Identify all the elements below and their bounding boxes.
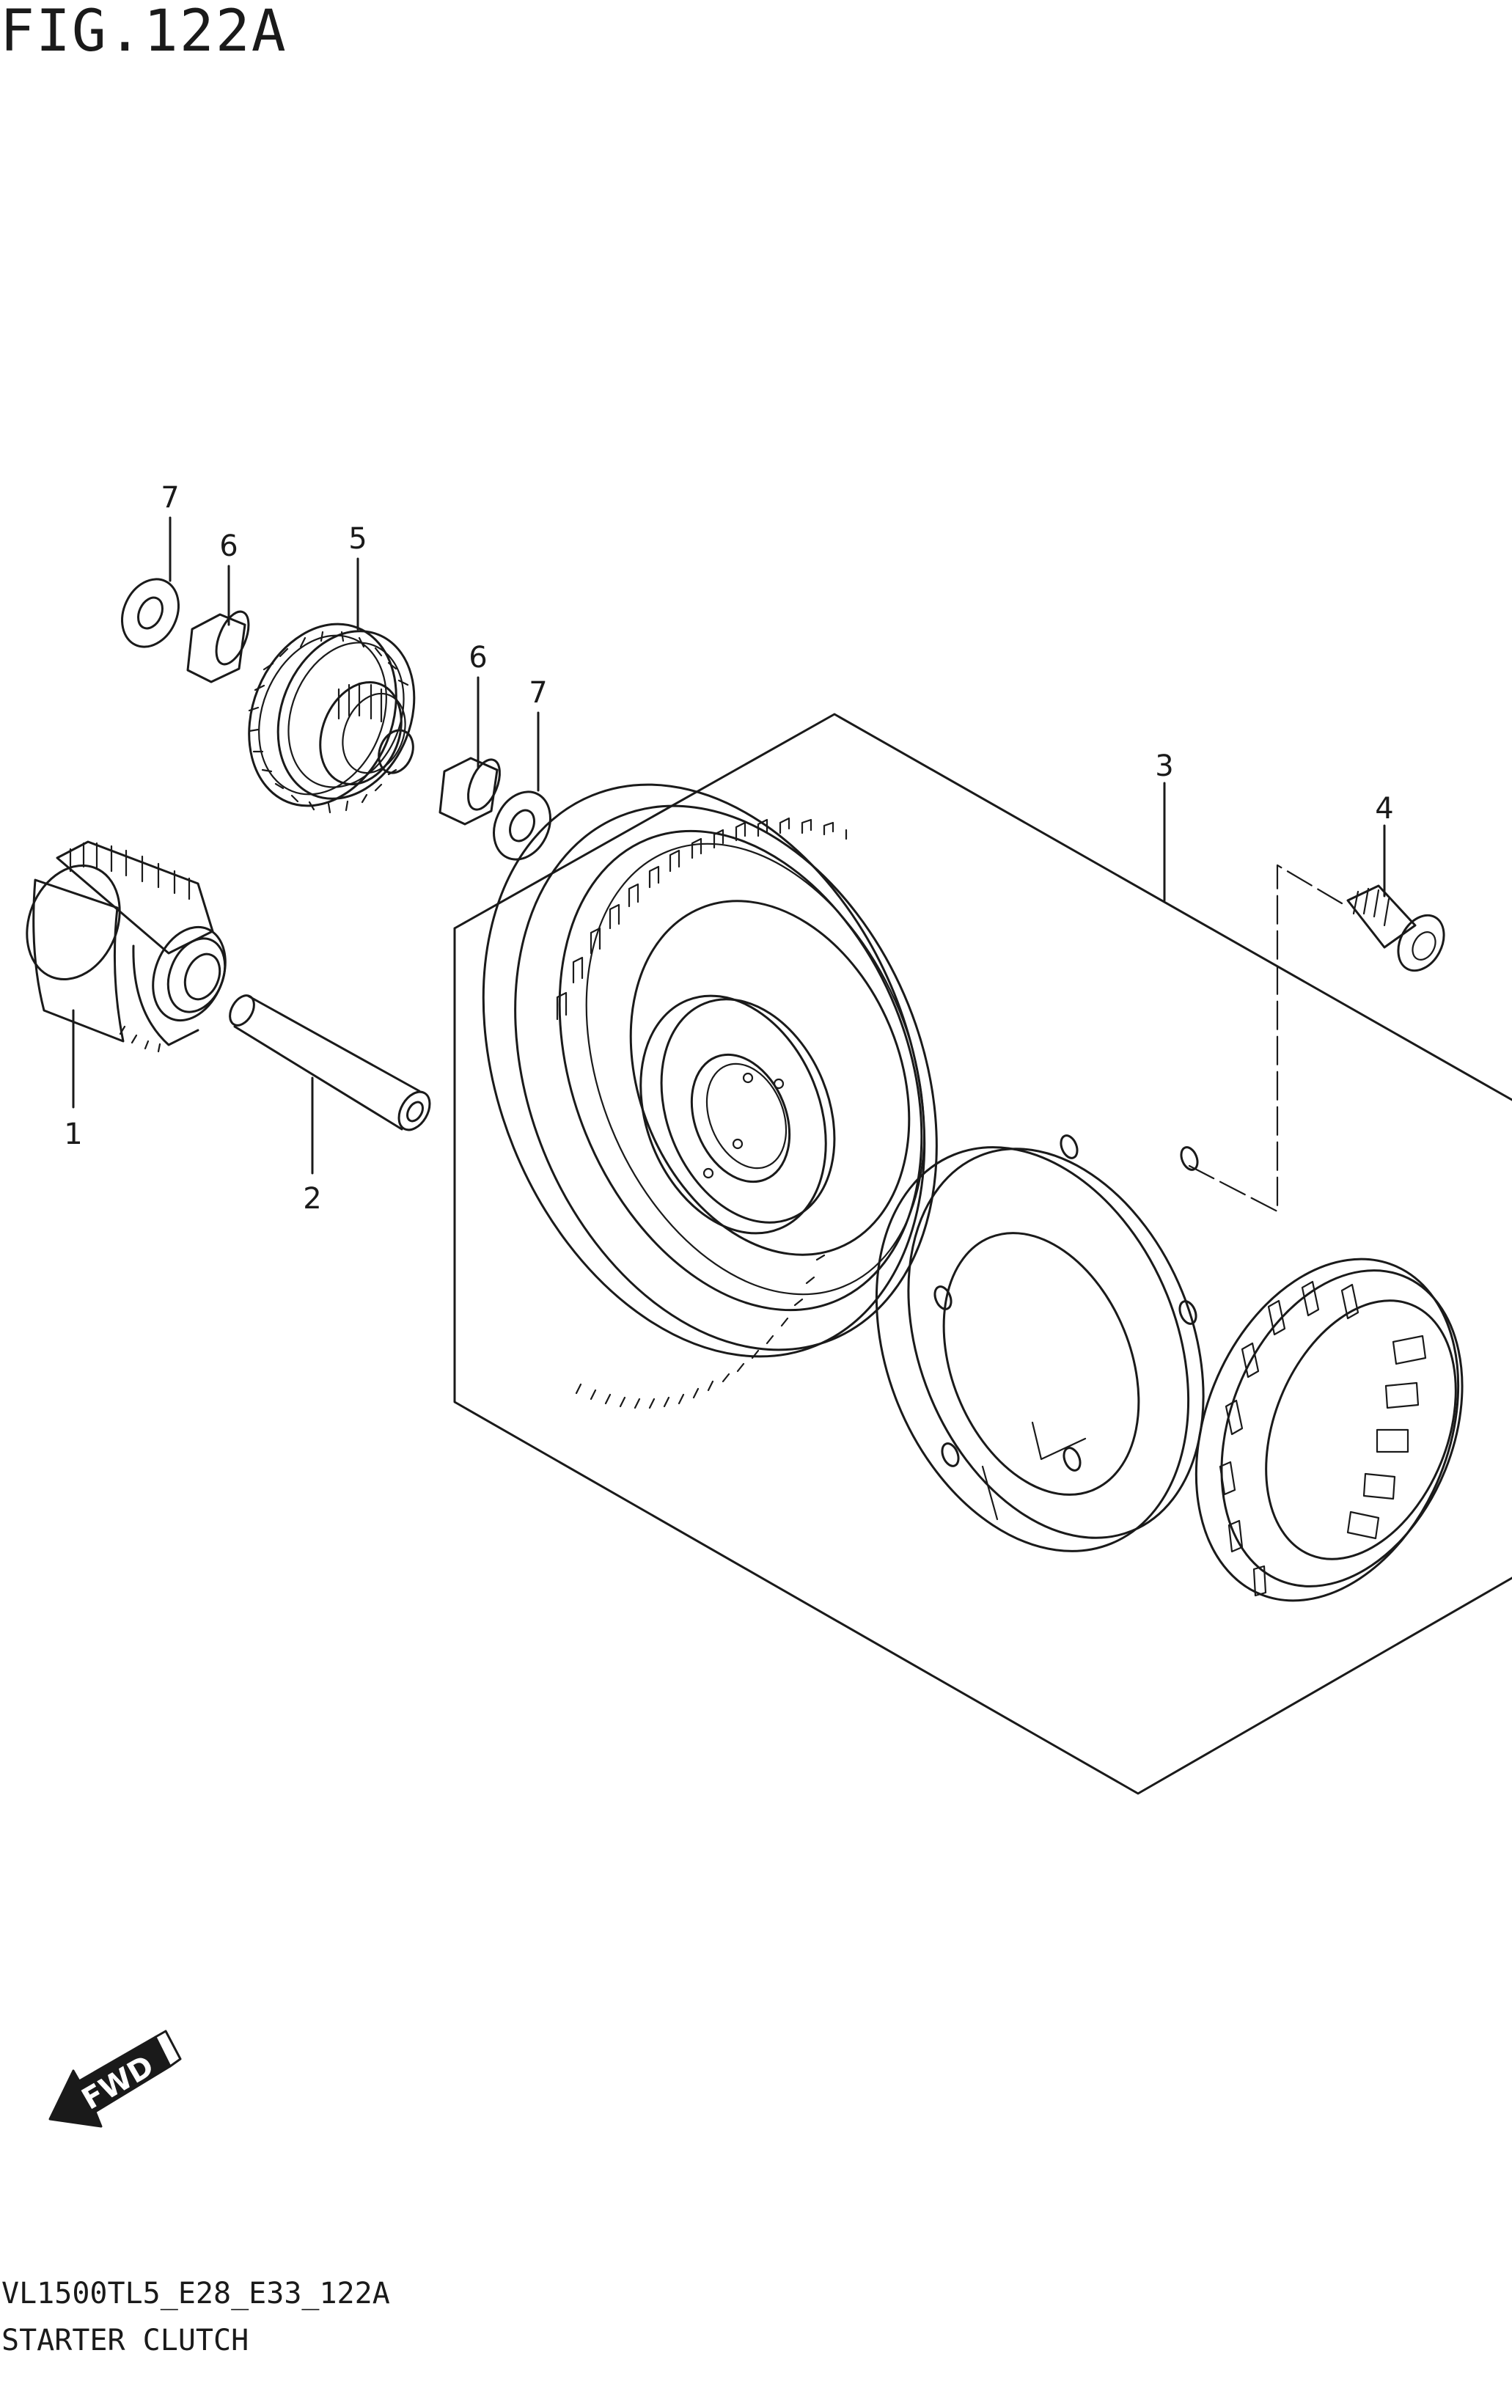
figure-title: FIG.122A bbox=[0, 0, 287, 65]
part-3-one-way-clutch bbox=[1194, 1258, 1464, 1602]
part-1-spline-sleeve bbox=[26, 840, 227, 1053]
callout-3: 3 bbox=[1155, 749, 1173, 783]
part-3-clutch-housing bbox=[875, 1134, 1205, 1552]
part-7-washer-left bbox=[121, 578, 180, 648]
fwd-arrow-icon: FWD bbox=[48, 2030, 182, 2128]
part-2-shaft bbox=[229, 994, 431, 1131]
part-5-idle-gear bbox=[248, 623, 416, 814]
callout-7-right: 7 bbox=[529, 676, 547, 710]
part-6-bushing-right bbox=[438, 757, 501, 826]
part-7-washer-right bbox=[493, 790, 551, 861]
callout-6-right: 6 bbox=[469, 641, 487, 675]
callout-6-left: 6 bbox=[219, 529, 238, 563]
part-3-assembly-outline bbox=[453, 713, 1512, 1795]
callout-7-left: 7 bbox=[161, 481, 179, 515]
figure-name: STARTER CLUTCH bbox=[1, 2324, 249, 2357]
callout-2: 2 bbox=[303, 1182, 321, 1216]
part-3-starter-driven-gear bbox=[482, 783, 938, 1409]
part-6-bushing-left bbox=[186, 610, 250, 683]
callout-5: 5 bbox=[348, 522, 367, 556]
callout-1: 1 bbox=[64, 1117, 82, 1151]
figure-code: VL1500TL5_E28_E33_122A bbox=[1, 2277, 390, 2310]
callout-4: 4 bbox=[1375, 792, 1393, 826]
part-4-bolt bbox=[1346, 884, 1445, 972]
part-4-install-guide bbox=[1188, 864, 1343, 1213]
